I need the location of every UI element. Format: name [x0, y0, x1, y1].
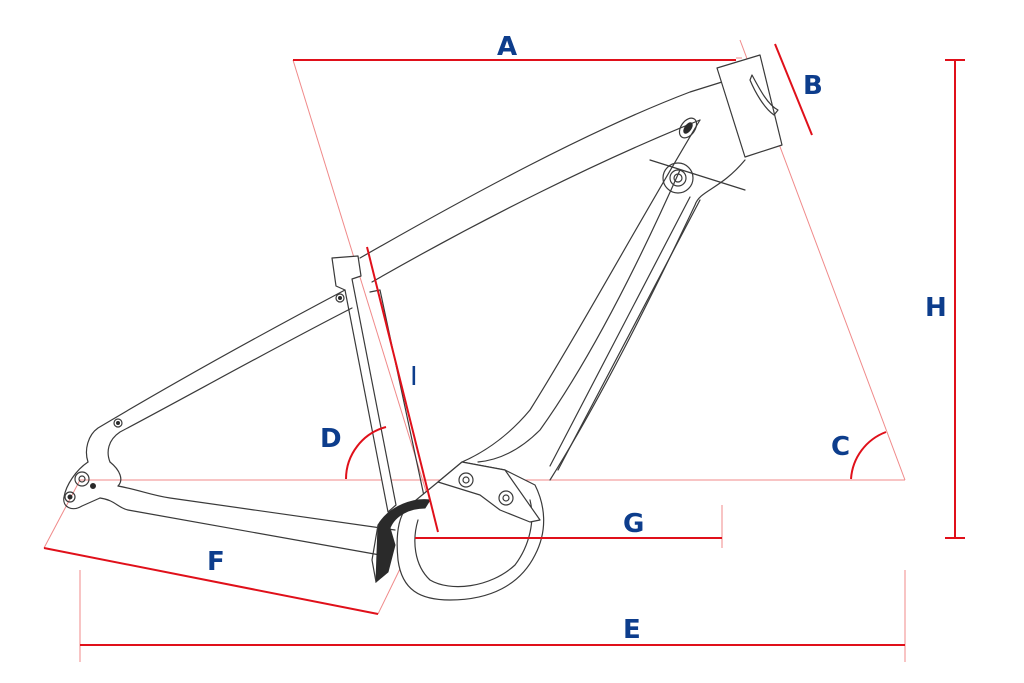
label-d: D: [320, 424, 342, 454]
label-b: B: [803, 71, 823, 101]
label-a: A: [497, 32, 517, 62]
seat-stay-bolt-lower: [113, 418, 123, 428]
label-e: E: [623, 615, 641, 645]
dimension-labels: A B C D E F G H I: [207, 32, 947, 645]
derailleur-hanger-bolt: [64, 491, 76, 503]
angle-arc-c: [850, 431, 887, 480]
down-tube-upper-edge: [461, 119, 701, 463]
label-g: G: [623, 509, 644, 539]
rear-axle: [74, 471, 90, 487]
seat-tube-rear-edge: [369, 289, 425, 497]
label-c: C: [831, 432, 850, 462]
head-tube-junction-line: [649, 159, 746, 191]
chain-guide-outline: [371, 524, 379, 583]
seat-stay-bolt-upper: [335, 293, 345, 303]
ebike-frame: [63, 54, 783, 601]
motor-housing-inner: [414, 499, 533, 588]
dimension-line-i: [366, 246, 439, 533]
guide-seat-tube-axis: [292, 59, 439, 531]
top-tube: [359, 81, 723, 283]
seat-stay: [85, 289, 353, 463]
label-h: H: [925, 293, 947, 323]
label-i: I: [410, 362, 418, 392]
label-f: F: [207, 547, 225, 577]
down-tube-inner-line: [477, 169, 681, 463]
motor-mount-plate: [437, 461, 541, 523]
dimension-lines: [43, 43, 965, 646]
dimension-line-b: [774, 43, 813, 136]
chain-guide: [375, 499, 431, 584]
chain-stay: [99, 485, 396, 556]
dropout-small-bolt: [90, 483, 96, 489]
head-tube-cable-port: [749, 74, 779, 116]
motor-bolt-right: [498, 490, 514, 506]
rear-dropout: [63, 461, 122, 510]
down-tube-lower-edge: [549, 159, 746, 481]
down-tube-bolt-upper: [678, 117, 698, 139]
guide-chainstay-end: [43, 479, 81, 549]
head-tube: [716, 54, 783, 158]
dimension-line-f: [43, 547, 379, 615]
motor-bolt-left: [458, 472, 474, 488]
down-tube-bolt-lower: [662, 162, 694, 194]
seat-tube: [331, 255, 397, 513]
angle-arc-d: [345, 426, 387, 480]
battery-cover-line: [549, 196, 701, 471]
